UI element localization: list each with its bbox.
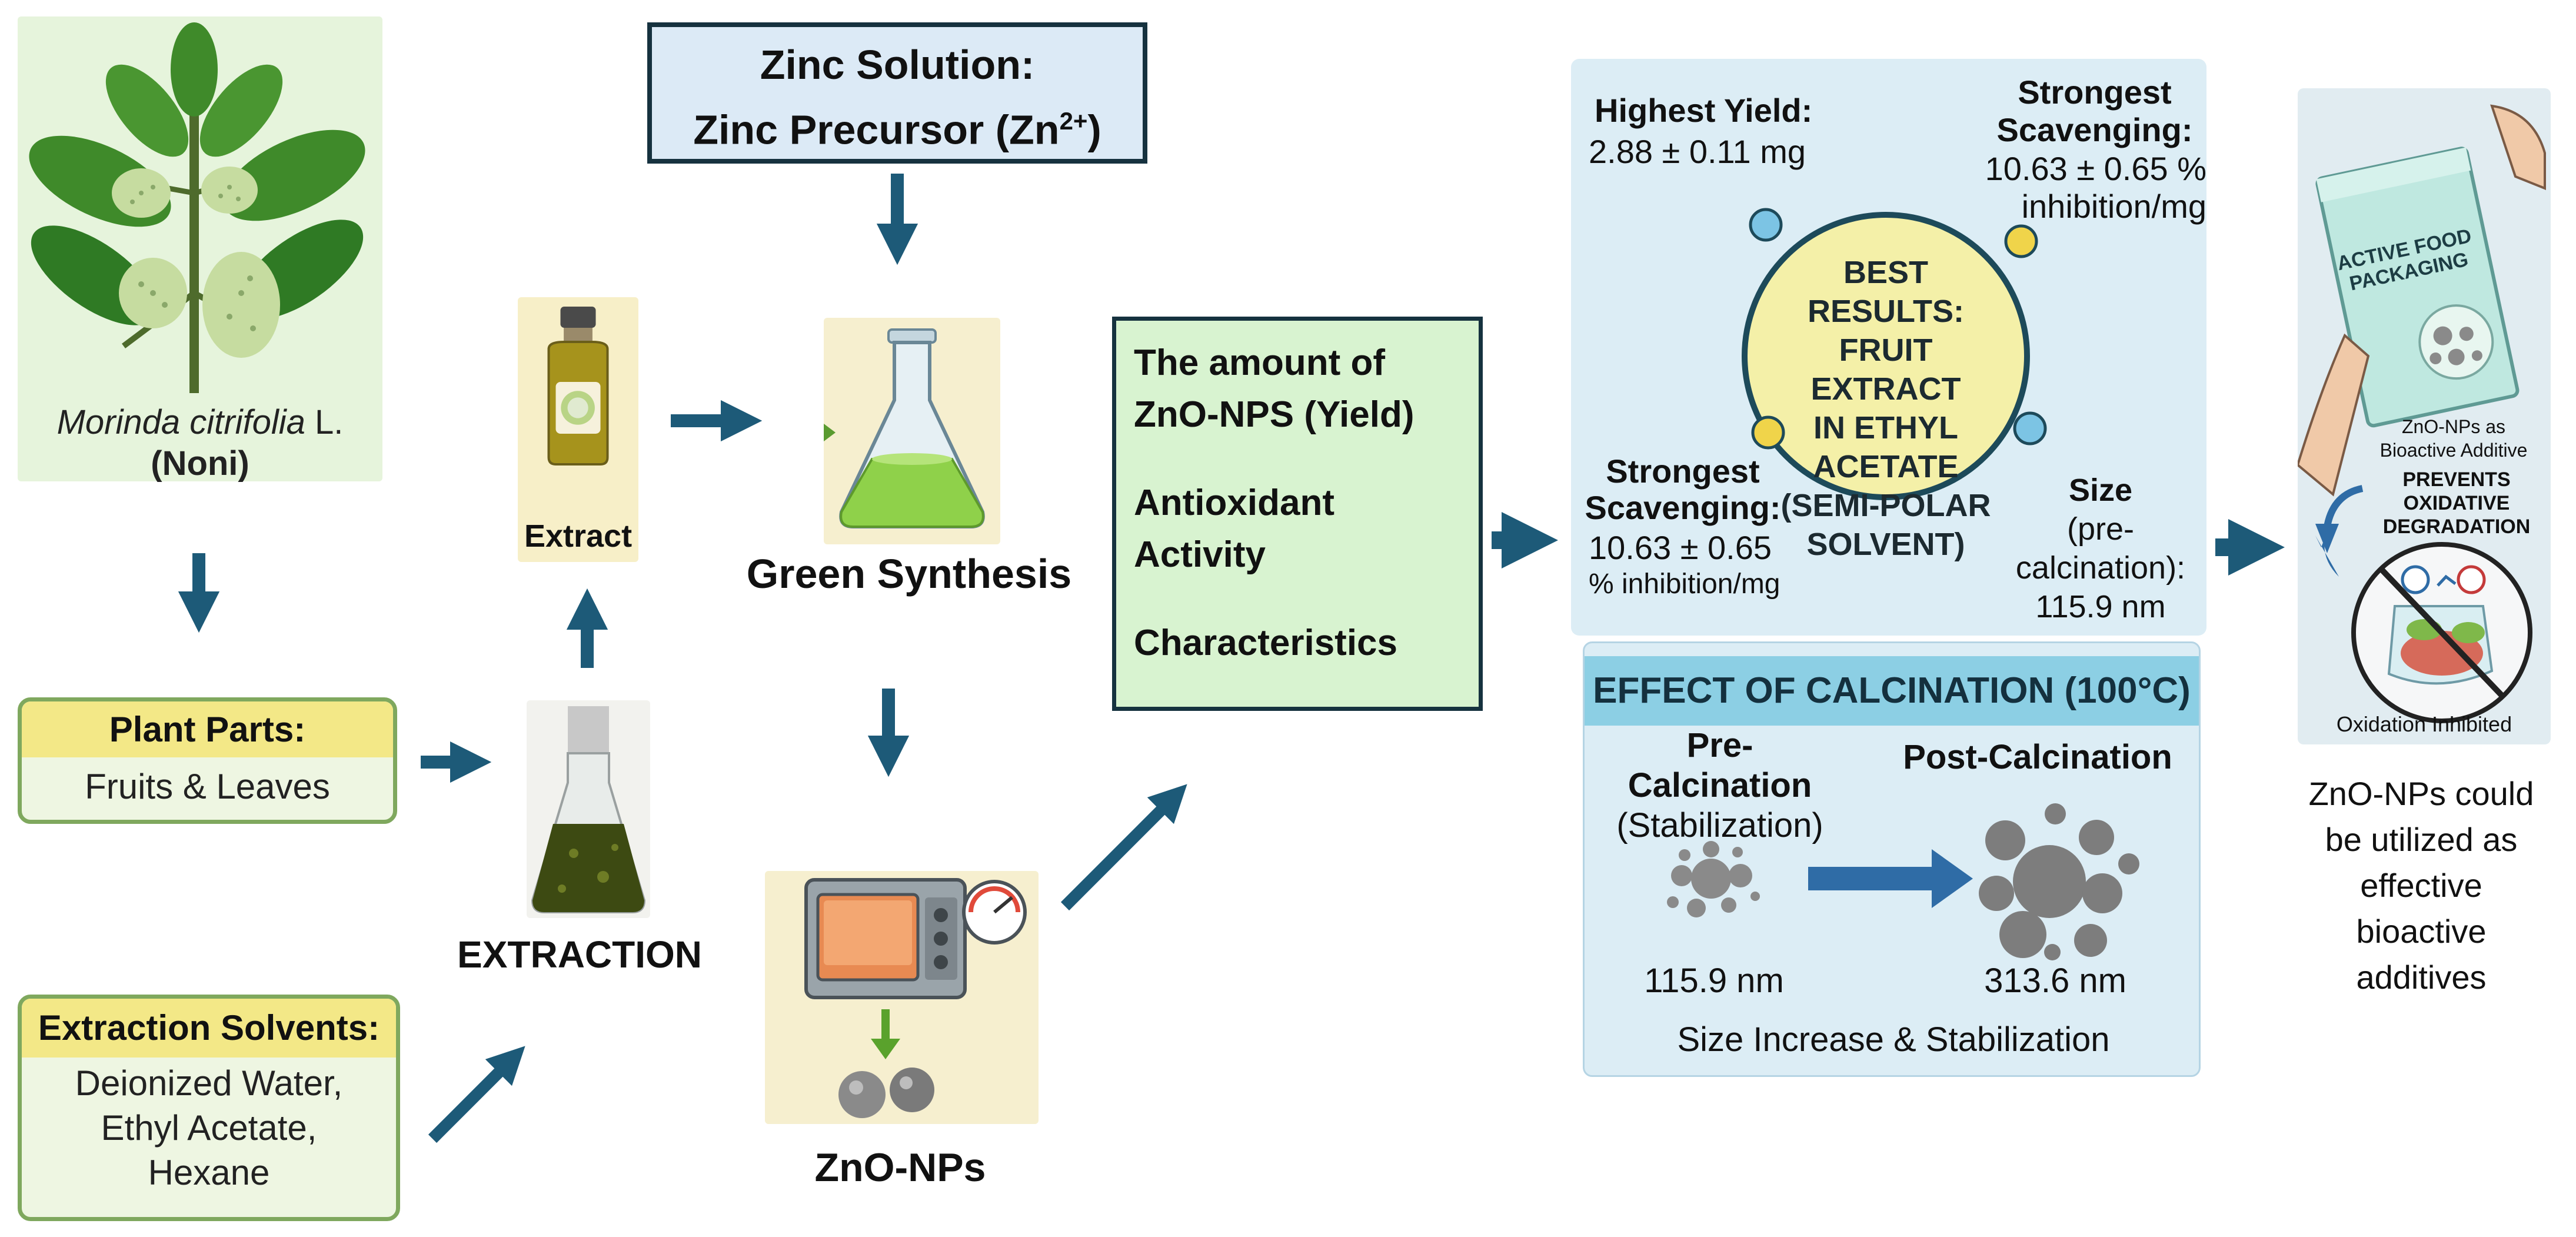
highest-yield-title: Highest Yield: [1595,92,1813,129]
solvent-item: Hexane [148,1153,270,1192]
conclusion-text: ZnO-NPs could be utilized as effective b… [2283,771,2560,1000]
yield-line-2: ZnO-NPS (Yield) [1134,394,1415,435]
best-results-text: BEST RESULTS: FRUIT EXTRACT IN ETHYL ACE… [1768,253,2003,564]
antioxidant-line-1: Antioxidant [1134,483,1334,523]
size-value: 115.9 nm [2035,589,2166,624]
strongest-top-value-1: 10.63 ± 0.65 % [1985,150,2206,187]
plant-parts-box: Plant Parts: Fruits & Leaves [18,697,397,824]
strongest-scavenging-top-title: Strongest Scavenging: [1989,74,2201,149]
strongest-top-value-2: inhibition/mg [2021,188,2206,225]
zinc-precursor-text: Zinc Precursor (Zn [693,107,1060,153]
synthesis-flask-illustration [824,318,1000,544]
best-line: IN ETHYL ACETATE [1813,410,1959,484]
conclusion-line: be utilized as [2325,821,2518,858]
calcination-footer: Size Increase & Stabilization [1677,1020,2110,1059]
small-particles-icon [1667,841,1760,917]
strongest-bottom-value-2: % inhibition/mg [1589,568,1780,600]
yield-line-1: The amount of [1134,342,1386,383]
solvents-title: Extraction Solvents: [22,999,396,1058]
pre-calcination-size: 115.9 nm [1644,962,1784,1000]
pre-calcination-title: Pre-Calcination [1628,726,1812,804]
large-particles-icon [1979,803,2139,960]
prevents-line-1: PREVENTS [2402,468,2511,491]
green-synthesis-label: Green Synthesis [746,551,1072,597]
zinc-title: Zinc Solution: [760,42,1035,88]
prevents-line-2: OXIDATIVE [2403,492,2510,514]
microwave-illustration [765,871,1039,1124]
antioxidant-line-2: Activity [1134,534,1266,575]
particle-comparison-graphic [1667,803,2139,960]
outcomes-box: The amount of ZnO-NPS (Yield) Antioxidan… [1112,317,1483,711]
calcination-panel: EFFECT OF CALCINATION (100°C) Pre-Calcin… [1583,641,2201,1077]
plant-parts-title: Plant Parts: [22,701,393,757]
conclusion-line: bioactive [2356,913,2487,950]
prevents-line-3: DEGRADATION [2382,516,2531,538]
extract-label: Extract [524,518,633,554]
additive-line-1: ZnO-NPs as [2401,416,2506,437]
prevents-caption: PREVENTS OXIDATIVE DEGRADATION [2362,468,2551,538]
best-line: (SEMI-POLAR [1780,488,1991,523]
post-calcination-title: Post-Calcination [1903,738,2172,776]
strongest-scavenging-top-value: 10.63 ± 0.65 % inhibition/mg [1977,150,2206,225]
plant-common-name: (Noni) [151,444,249,483]
best-results-circle [1742,208,2047,500]
food-packaging-illustration: ACTIVE FOOD PACKAGING ZnO-NPs as Bioacti… [2298,88,2551,744]
solvents-box: Extraction Solvents: Deionized Water, Et… [18,995,400,1221]
best-line: BEST RESULTS: [1808,255,1964,329]
calcination-title: EFFECT OF CALCINATION (100°C) [1585,656,2199,726]
strongest-bottom-value-1: 10.63 ± 0.65 [1589,529,1772,566]
strongest-top-line-2: Scavenging: [1996,111,2193,148]
strongest-bottom-line-2: Scavenging: [1585,489,1781,526]
zinc-charge: 2+ [1059,107,1088,135]
pre-calcination-heading: Pre-Calcination (Stabilization) [1596,726,1843,846]
noni-plant-icon [29,22,365,393]
size-note: (pre-calcination): [2015,511,2186,586]
post-calcination-size: 313.6 nm [1984,962,2126,1000]
microwave-icon [804,878,1027,1118]
best-line: SOLVENT) [1806,527,1965,562]
strongest-top-line-1: Strongest [2018,74,2172,111]
size-title: Size [2068,473,2133,508]
zno-label: ZnO-NPs [814,1145,986,1190]
flask-photo-icon [531,706,646,913]
conclusion-line: additives [2356,959,2487,996]
packaging-graphic [2298,104,2546,723]
plant-name: Morinda citrifolia L. (Noni) [18,402,382,484]
zinc-precursor: Zinc Precursor (Zn2+) [652,93,1143,158]
zinc-solution-box: Zinc Solution: Zinc Precursor (Zn2+) [647,22,1147,164]
strongest-bottom-line-1: Strongest [1606,453,1760,490]
additive-line-2: Bioactive Additive [2379,440,2528,461]
solvent-item: Deionized Water, [75,1063,343,1103]
plant-authority: L. [315,403,344,441]
pre-calcination-note: (Stabilization) [1616,806,1823,844]
strongest-scavenging-bottom-value: 10.63 ± 0.65 % inhibition/mg [1589,530,1780,603]
noni-plant-illustration: Morinda citrifolia L. (Noni) [18,16,382,484]
arrow-solvents-to-extraction [428,1046,525,1143]
conclusion-line: effective [2360,867,2482,904]
highest-yield-value: 2.88 ± 0.11 mg [1589,133,1806,170]
zinc-precursor-close: ) [1087,107,1101,153]
results-panel: Highest Yield: 2.88 ± 0.11 mg Strongest … [1571,59,2206,636]
conclusion-line: ZnO-NPs could [2308,775,2534,812]
strongest-scavenging-bottom-title: Strongest Scavenging: [1583,453,1783,526]
solvent-item: Ethyl Acetate, [101,1108,317,1148]
arrow-zno-to-measures [1060,784,1187,911]
size-block: Size (pre-calcination): 115.9 nm [2001,471,2201,626]
extraction-label: EXTRACTION [457,933,702,976]
bottle-icon [547,307,609,465]
additive-caption: ZnO-NPs as Bioactive Additive [2357,415,2551,462]
best-line: FRUIT EXTRACT [1810,332,1961,407]
extraction-flask-photo [527,700,650,918]
erlenmeyer-flask-icon [824,328,985,528]
plant-parts-body: Fruits & Leaves [85,767,330,806]
characteristics-line: Characteristics [1134,623,1398,663]
oxidation-inhibited-label: Oxidation Inhibited [2336,712,2512,736]
plant-species: Morinda citrifolia [56,403,305,441]
extract-bottle-illustration: Extract [518,297,638,562]
